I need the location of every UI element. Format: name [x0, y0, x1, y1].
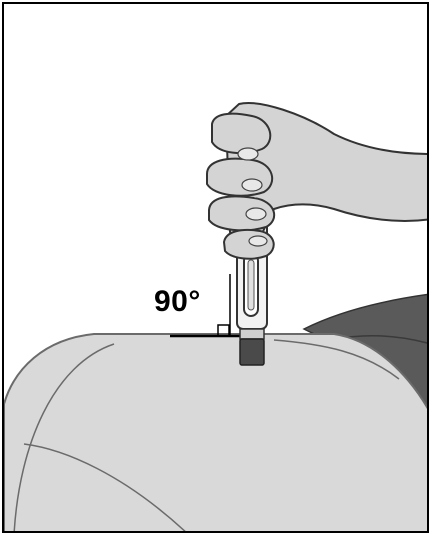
- illustration-frame: 90°: [2, 2, 429, 533]
- fingernail-4: [249, 236, 267, 246]
- hand: [207, 103, 429, 259]
- hand-finger-4: [224, 230, 274, 259]
- fingernail-1: [238, 148, 258, 160]
- angle-label: 90°: [154, 287, 201, 317]
- injection-illustration: [4, 4, 429, 533]
- hand-finger-2: [207, 159, 272, 196]
- fingernail-3: [246, 208, 266, 220]
- pen-window-inner: [248, 260, 254, 310]
- pen-cap: [240, 339, 264, 365]
- hand-finger-1: [212, 114, 270, 153]
- fingernail-2: [242, 179, 262, 191]
- body-surface: [4, 334, 429, 533]
- pen-collar: [240, 329, 264, 339]
